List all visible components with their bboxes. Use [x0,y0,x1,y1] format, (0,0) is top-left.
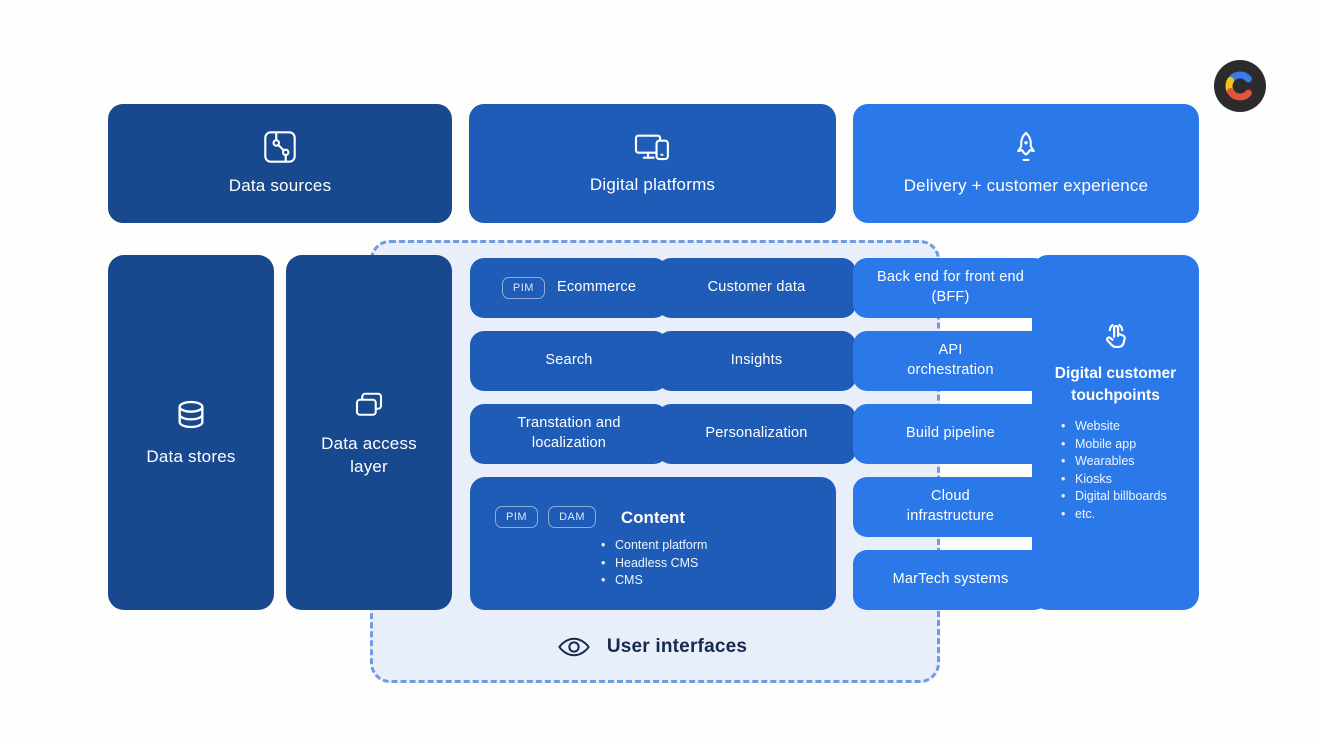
list-item: Kiosks [1061,471,1167,489]
martech-systems-box: MarTech systems [853,550,1048,610]
customer-data-box: Customer data [657,258,856,318]
content-badges: PIM DAM [495,506,597,528]
tap-icon [1097,317,1135,355]
box-label: Data stores [146,447,236,467]
content-box: PIM DAM Content Content platform Headles… [470,477,836,610]
rocket-icon [1008,129,1044,165]
box-label: Back end for front end (BFF) [876,269,1025,305]
box-label: Ecommerce [556,279,637,296]
cloud-infrastructure-box: Cloud infrastructure [853,477,1048,537]
list-item: Mobile app [1061,436,1167,454]
list-item: Wearables [1061,453,1167,471]
ecommerce-box: PIM Ecommerce [470,258,668,318]
insights-box: Insights [657,331,856,391]
box-label: Customer data [707,279,806,296]
user-interfaces-label-row: User interfaces [370,627,934,667]
digital-platforms-box: Digital platforms [469,104,836,223]
box-label: Data access layer [321,433,417,476]
box-label: API orchestration [907,342,994,378]
dam-badge: DAM [548,506,597,528]
list-item: etc. [1061,506,1167,524]
eye-icon [557,635,591,659]
list-item: Headless CMS [601,555,707,573]
brand-logo [1214,60,1266,112]
bff-box: Back end for front end (BFF) [853,258,1048,318]
api-orchestration-box: API orchestration [853,331,1048,391]
box-label: Cloud infrastructure [906,488,995,524]
box-label: Data sources [228,176,332,196]
list-item: CMS [601,572,707,590]
box-label: Transtation and localization [517,415,621,451]
build-pipeline-box: Build pipeline [853,404,1048,464]
delivery-customer-experience-box: Delivery + customer experience [853,104,1199,223]
box-label: Build pipeline [905,425,996,442]
devices-icon [633,130,673,164]
list-item: Digital billboards [1061,488,1167,506]
box-label: Search [545,352,593,369]
box-label: MarTech systems [892,571,1009,588]
translation-localization-box: Transtation and localization [470,404,668,464]
list-item: Content platform [601,537,707,555]
search-box: Search [470,331,668,391]
personalization-box: Personalization [657,404,856,464]
circuit-board-icon [262,129,298,165]
digital-customer-touchpoints-box: Digital customer touchpoints Website Mob… [1032,255,1199,610]
database-icon [171,396,211,436]
pim-badge: PIM [501,277,545,299]
data-access-layer-box: Data access layer [286,255,452,610]
content-list: Content platform Headless CMS CMS [601,537,707,590]
box-label: Delivery + customer experience [903,176,1149,196]
touchpoints-list: Website Mobile app Wearables Kiosks Digi… [1061,418,1167,523]
box-label: Digital platforms [589,175,716,195]
data-sources-box: Data sources [108,104,452,223]
user-interfaces-label: User interfaces [606,636,748,657]
box-label: Personalization [705,425,808,442]
box-label: Insights [730,352,783,369]
content-title: Content [620,508,686,527]
touchpoints-title: Digital customer touchpoints [1054,365,1177,404]
data-stores-box: Data stores [108,255,274,610]
pim-badge: PIM [495,506,539,528]
layers-icon [350,387,388,423]
list-item: Website [1061,418,1167,436]
